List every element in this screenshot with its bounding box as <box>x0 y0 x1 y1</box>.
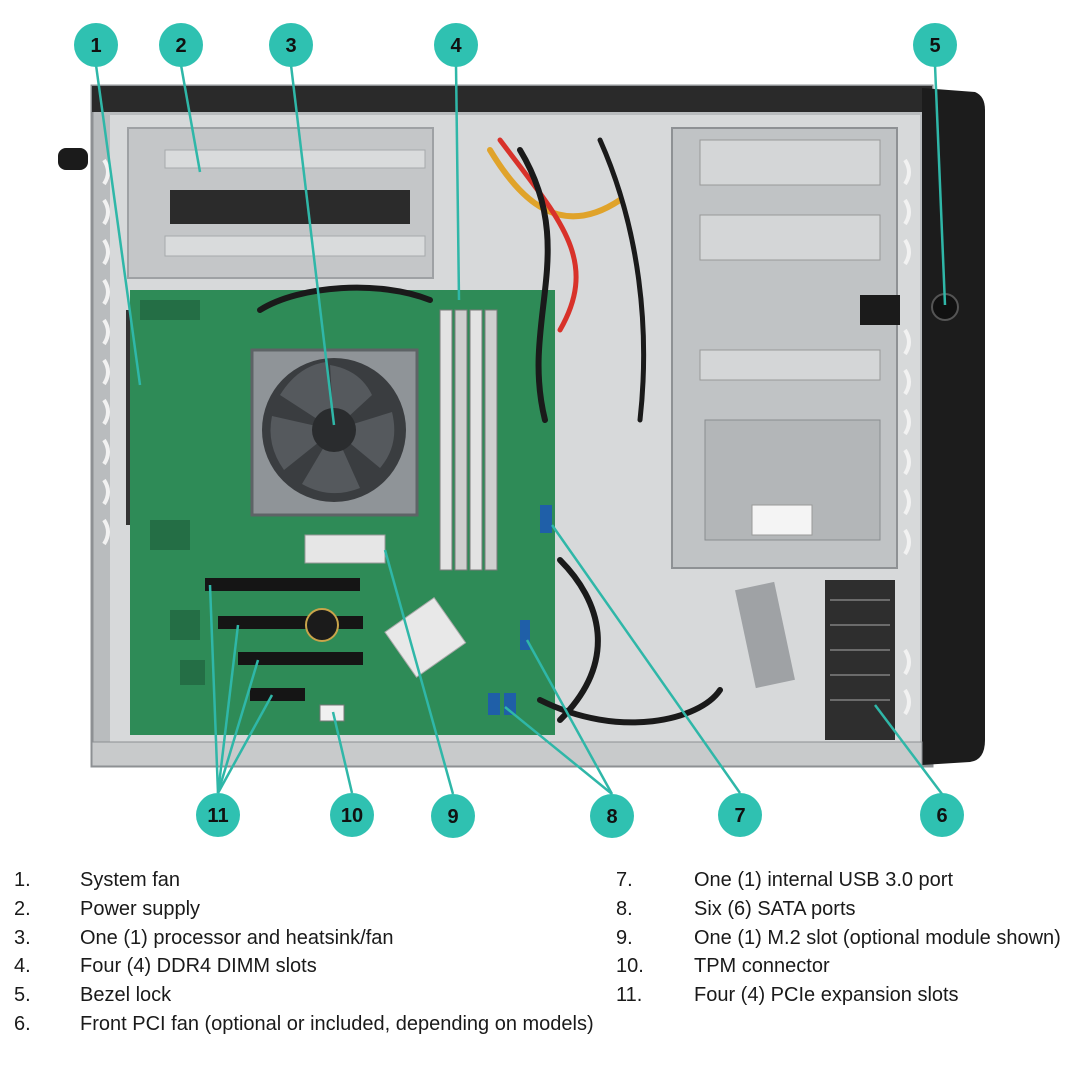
callout-1: 1 <box>74 23 118 67</box>
right-rail-slots <box>903 158 911 716</box>
legend-number: 7. <box>616 869 633 891</box>
usb-port <box>540 505 552 533</box>
legend-text: TPM connector <box>694 955 830 977</box>
svg-text:10: 10 <box>341 805 363 827</box>
callout-2: 2 <box>159 23 203 67</box>
svg-text:2: 2 <box>175 35 186 57</box>
legend-number: 3. <box>14 927 31 949</box>
svg-text:1: 1 <box>90 35 101 57</box>
legend-text: Power supply <box>80 898 201 920</box>
legend-text: One (1) internal USB 3.0 port <box>694 869 954 891</box>
svg-text:5: 5 <box>929 35 940 57</box>
legend-number: 2. <box>14 898 31 920</box>
legend-text: Six (6) SATA ports <box>694 898 856 920</box>
callout-10: 10 <box>330 793 374 837</box>
chipset-heatsink <box>384 596 467 678</box>
legend-text: Front PCI fan (optional or included, dep… <box>80 1013 594 1035</box>
legend-text: One (1) M.2 slot (optional module shown) <box>694 927 1061 949</box>
legend-number: 1. <box>14 869 31 891</box>
svg-text:7: 7 <box>734 805 745 827</box>
legend-number: 9. <box>616 927 633 949</box>
callout-5: 5 <box>913 23 957 67</box>
callout-9: 9 <box>431 794 475 838</box>
chassis-top-rail <box>92 86 932 112</box>
server-internal-diagram: 1 2 3 4 5 6 7 8 9 10 11 <box>58 23 985 838</box>
legend-text: Four (4) PCIe expansion slots <box>694 984 959 1006</box>
callouts: 1 2 3 4 5 6 7 8 9 10 11 <box>74 23 964 838</box>
drive-label <box>751 504 813 536</box>
legend-text: Bezel lock <box>80 984 172 1006</box>
callout-8: 8 <box>590 794 634 838</box>
legend-text: One (1) processor and heatsink/fan <box>80 927 394 949</box>
legend-number: 5. <box>14 984 31 1006</box>
svg-text:9: 9 <box>447 806 458 828</box>
svg-text:11: 11 <box>207 805 228 827</box>
leader-lines <box>94 64 947 795</box>
callout-11: 11 <box>196 793 240 837</box>
front-pci-fan <box>825 580 895 740</box>
legend-number: 11. <box>616 984 643 1006</box>
svg-text:3: 3 <box>285 35 296 57</box>
legend-number: 10. <box>616 955 644 977</box>
legend-text: System fan <box>80 869 181 891</box>
dimm-slots <box>439 309 498 571</box>
svg-text:8: 8 <box>606 806 617 828</box>
callout-7: 7 <box>718 793 762 837</box>
legend-number: 8. <box>616 898 633 920</box>
power-supply-slot <box>170 190 410 224</box>
cmos-battery <box>305 608 339 642</box>
legend-number: 4. <box>14 955 31 977</box>
legend: 1. System fan 2. Power supply 3. One (1)… <box>0 862 1080 1072</box>
left-rail-slots <box>102 158 110 546</box>
callout-4: 4 <box>434 23 478 67</box>
callout-3: 3 <box>269 23 313 67</box>
cables <box>257 137 723 726</box>
callout-6: 6 <box>920 793 964 837</box>
front-bezel <box>922 88 985 765</box>
m2-slot <box>304 534 386 564</box>
legend-number: 6. <box>14 1013 31 1035</box>
legend-text: Four (4) DDR4 DIMM slots <box>80 955 317 977</box>
svg-text:4: 4 <box>450 35 462 57</box>
svg-text:6: 6 <box>936 805 947 827</box>
